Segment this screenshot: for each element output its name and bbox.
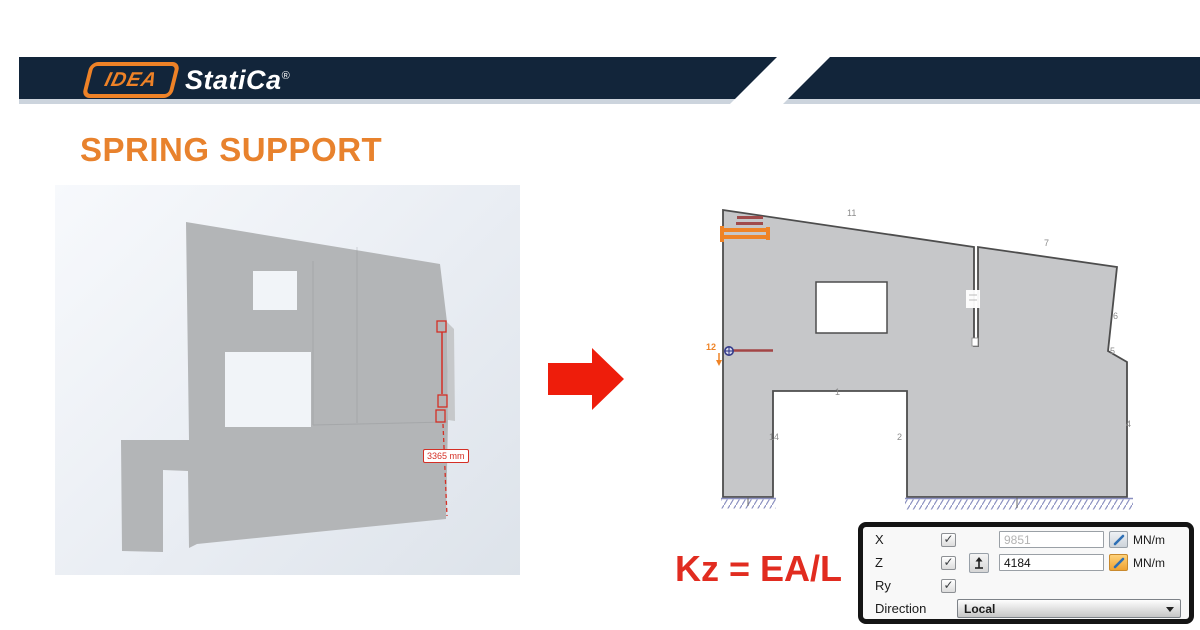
idea-logo-text: IDEA <box>102 68 160 91</box>
idea-logo-mark: IDEA <box>81 62 181 98</box>
panel-row-ry: Ry ✓ <box>863 574 1189 597</box>
edge-label: 11 <box>847 208 857 218</box>
wall-2d-shape <box>722 208 1128 498</box>
z-spring-button[interactable] <box>969 552 989 573</box>
direction-dropdown[interactable]: Local <box>957 599 1181 618</box>
edge-label: 5 <box>1110 346 1116 356</box>
direction-label: Direction <box>875 601 927 616</box>
spring-node-symbol <box>716 346 773 366</box>
x-checkbox[interactable]: ✓ <box>941 532 956 547</box>
load-bracket-icon <box>720 216 770 242</box>
edge-label: 7 <box>1044 238 1050 248</box>
panel-row-direction: Direction Local <box>863 597 1189 620</box>
large-window-opening <box>225 352 311 427</box>
transform-arrow-icon <box>548 348 628 412</box>
registered-trademark: ® <box>281 69 291 82</box>
window-opening-2d <box>815 281 888 334</box>
panel-seams <box>312 247 448 426</box>
ry-label: Ry <box>875 578 891 593</box>
dimension-label: 3365 mm <box>423 449 469 463</box>
node-label: 12 <box>706 342 717 352</box>
edge-label: 1 <box>835 387 841 397</box>
small-window-opening <box>253 271 297 310</box>
x-edit-button[interactable] <box>1109 531 1128 548</box>
x-unit-label: MN/m <box>1133 532 1165 547</box>
idea-statica-logo: IDEA StatiCa® <box>81 62 291 98</box>
spring-formula: Kz = EA/L <box>675 548 843 589</box>
header-slash-decoration <box>730 57 830 104</box>
pencil-icon <box>1113 534 1124 545</box>
dimension-marker-mid1 <box>437 394 448 408</box>
z-edit-button[interactable] <box>1109 554 1128 571</box>
edge-label: 6 <box>1113 311 1119 321</box>
dimension-line-dashed <box>442 423 448 517</box>
direction-value: Local <box>964 601 996 616</box>
statica-logo-text: StatiCa® <box>185 64 291 95</box>
x-stiffness-input[interactable] <box>999 531 1104 548</box>
spring-up-icon <box>975 556 983 569</box>
wall-edge-face <box>447 322 455 421</box>
header-bar: IDEA StatiCa® <box>19 57 1200 104</box>
right-support-hatch <box>905 499 1133 510</box>
slot-dimension-marker <box>966 290 980 308</box>
x-label: X <box>875 532 884 547</box>
edge-label: 4 <box>1126 419 1132 429</box>
pencil-icon <box>1113 557 1124 568</box>
ry-checkbox[interactable]: ✓ <box>941 578 956 593</box>
dimension-marker-mid2 <box>435 409 446 423</box>
z-label: Z <box>875 555 883 570</box>
z-checkbox[interactable]: ✓ <box>941 555 956 570</box>
3d-wall-drawing <box>121 222 455 552</box>
3d-model-view: 3365 mm <box>55 185 520 575</box>
chevron-down-icon <box>1166 607 1174 612</box>
page-title: SPRING SUPPORT <box>80 131 383 168</box>
z-unit-label: MN/m <box>1133 555 1165 570</box>
edge-label: 2 <box>897 432 903 442</box>
slot-end-marker <box>971 337 979 347</box>
spring-properties-panel: X ✓ MN/m Z ✓ <box>858 522 1194 624</box>
panel-row-x: X ✓ MN/m <box>863 528 1189 551</box>
edge-label: 14 <box>769 432 780 442</box>
panel-row-z: Z ✓ MN/m <box>863 551 1189 574</box>
2d-model-view: 11 7 6 5 4 1 2 14 12 <box>700 195 1160 525</box>
2d-wall-drawing <box>716 208 1133 510</box>
z-stiffness-input[interactable] <box>999 554 1104 571</box>
